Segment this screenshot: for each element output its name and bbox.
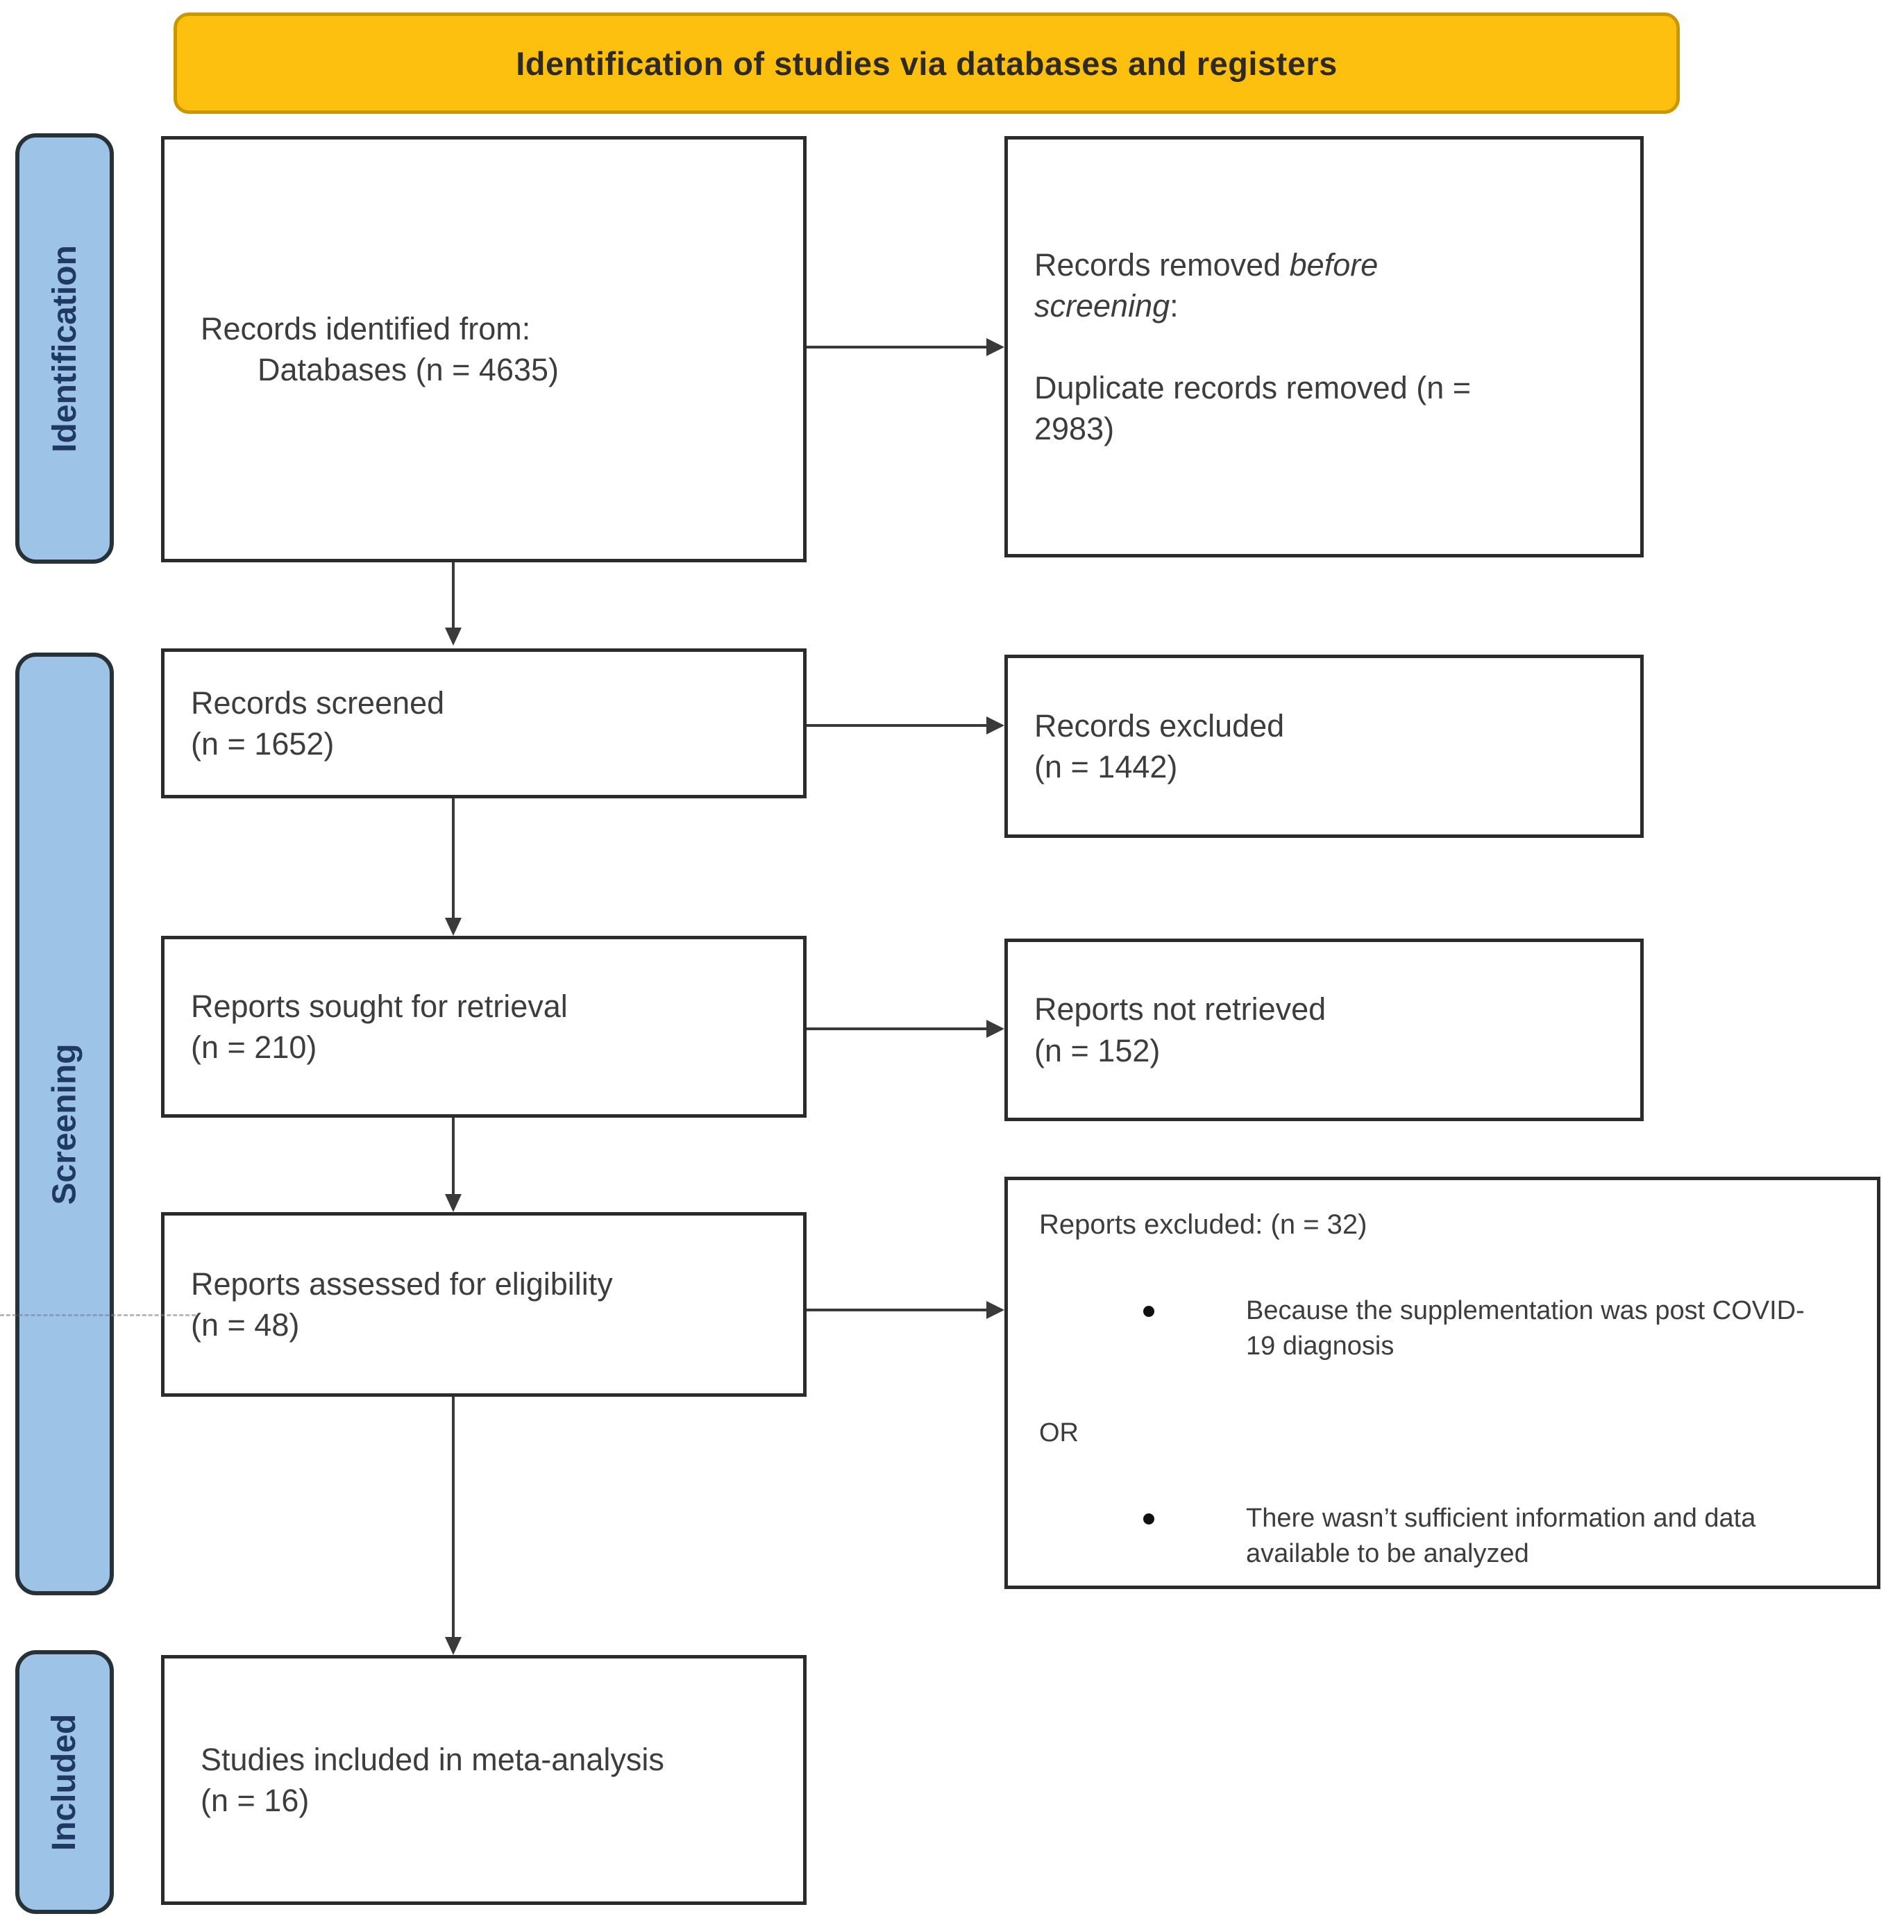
arrow-screened-to-excluded-head-icon bbox=[986, 716, 1004, 734]
arrow-assessed-to-excluded-line bbox=[807, 1309, 986, 1311]
records-removed-suffix: : bbox=[1170, 288, 1179, 324]
scan-artifact-dashed-line bbox=[0, 1314, 196, 1316]
arrow-identified-to-screened-line bbox=[452, 562, 455, 628]
box-reports-assessed: Reports assessed for eligibility (n = 48… bbox=[161, 1212, 807, 1397]
diagram-header-banner: Identification of studies via databases … bbox=[174, 12, 1680, 114]
box-reports-excluded: Reports excluded: (n = 32) Because the s… bbox=[1004, 1177, 1880, 1589]
reports-excluded-bullet-2-text: There wasn’t sufficient information and … bbox=[1246, 1503, 1756, 1568]
arrow-screened-to-excluded-line bbox=[807, 724, 986, 727]
arrow-assessed-to-included-line bbox=[452, 1397, 455, 1637]
stage-bar-identification: Identification bbox=[15, 133, 114, 564]
reports-sought-line2: (n = 210) bbox=[191, 1030, 317, 1065]
paragraph-gap bbox=[1034, 327, 1614, 367]
records-excluded-line1: Records excluded bbox=[1034, 707, 1285, 744]
stage-label-included: Included bbox=[46, 1713, 83, 1851]
records-screened-line2: (n = 1652) bbox=[191, 726, 335, 762]
stage-label-identification: Identification bbox=[46, 244, 83, 453]
records-removed-italic: before screening bbox=[1034, 246, 1379, 324]
box-records-identified: Records identified from: Databases (n = … bbox=[161, 136, 807, 562]
arrow-sought-to-not-retrieved-line bbox=[807, 1027, 986, 1030]
reports-excluded-bullet-2: There wasn’t sufficient information and … bbox=[1039, 1501, 1846, 1572]
box-records-removed: Records removed before screening: Duplic… bbox=[1004, 136, 1644, 557]
arrow-identified-to-removed-line bbox=[807, 346, 986, 348]
reports-excluded-bullet-1: Because the supplementation was post COV… bbox=[1039, 1293, 1846, 1365]
reports-sought-line1: Reports sought for retrieval bbox=[191, 988, 568, 1024]
records-removed-regular: Records removed bbox=[1034, 246, 1290, 283]
box-records-screened: Records screened (n = 1652) bbox=[161, 648, 807, 798]
arrow-identified-to-removed-head-icon bbox=[986, 338, 1004, 356]
records-excluded-line2: (n = 1442) bbox=[1034, 749, 1178, 784]
records-screened-line1: Records screened bbox=[191, 684, 445, 721]
arrow-screened-to-sought-head-icon bbox=[445, 918, 462, 936]
stage-bar-included: Included bbox=[15, 1650, 114, 1914]
arrow-assessed-to-included-head-icon bbox=[445, 1637, 462, 1655]
reports-assessed-line1: Reports assessed for eligibility bbox=[191, 1266, 613, 1302]
diagram-title: Identification of studies via databases … bbox=[516, 44, 1338, 82]
arrow-sought-to-assessed-head-icon bbox=[445, 1194, 462, 1212]
studies-included-line2: (n = 16) bbox=[201, 1783, 310, 1818]
bullet-icon bbox=[1143, 1305, 1154, 1317]
reports-not-retrieved-line1: Reports not retrieved bbox=[1034, 991, 1326, 1027]
records-identified-line2: Databases (n = 4635) bbox=[258, 352, 559, 387]
box-reports-sought: Reports sought for retrieval (n = 210) bbox=[161, 936, 807, 1118]
reports-assessed-line2: (n = 48) bbox=[191, 1307, 300, 1343]
reports-not-retrieved-line2: (n = 152) bbox=[1034, 1032, 1161, 1068]
records-removed-line2: Duplicate records removed (n = 2983) bbox=[1034, 369, 1472, 446]
reports-excluded-title: Reports excluded: (n = 32) bbox=[1039, 1209, 1367, 1240]
box-studies-included: Studies included in meta-analysis (n = 1… bbox=[161, 1655, 807, 1905]
bullet-icon bbox=[1143, 1513, 1154, 1524]
stage-bar-screening: Screening bbox=[15, 653, 114, 1595]
records-removed-line1: Records removed before screening: bbox=[1034, 244, 1520, 327]
box-reports-not-retrieved: Reports not retrieved (n = 152) bbox=[1004, 939, 1644, 1121]
arrow-sought-to-assessed-line bbox=[452, 1118, 455, 1194]
records-identified-line1: Records identified from: bbox=[201, 310, 531, 346]
arrow-identified-to-screened-head-icon bbox=[445, 628, 462, 646]
arrow-sought-to-not-retrieved-head-icon bbox=[986, 1020, 1004, 1038]
reports-excluded-or-label: OR bbox=[1039, 1418, 1079, 1448]
arrow-assessed-to-excluded-head-icon bbox=[986, 1301, 1004, 1319]
box-records-excluded: Records excluded (n = 1442) bbox=[1004, 655, 1644, 838]
studies-included-line1: Studies included in meta-analysis bbox=[201, 1741, 664, 1777]
stage-label-screening: Screening bbox=[46, 1043, 83, 1205]
reports-excluded-bullet-1-text: Because the supplementation was post COV… bbox=[1246, 1295, 1805, 1361]
arrow-screened-to-sought-line bbox=[452, 798, 455, 918]
